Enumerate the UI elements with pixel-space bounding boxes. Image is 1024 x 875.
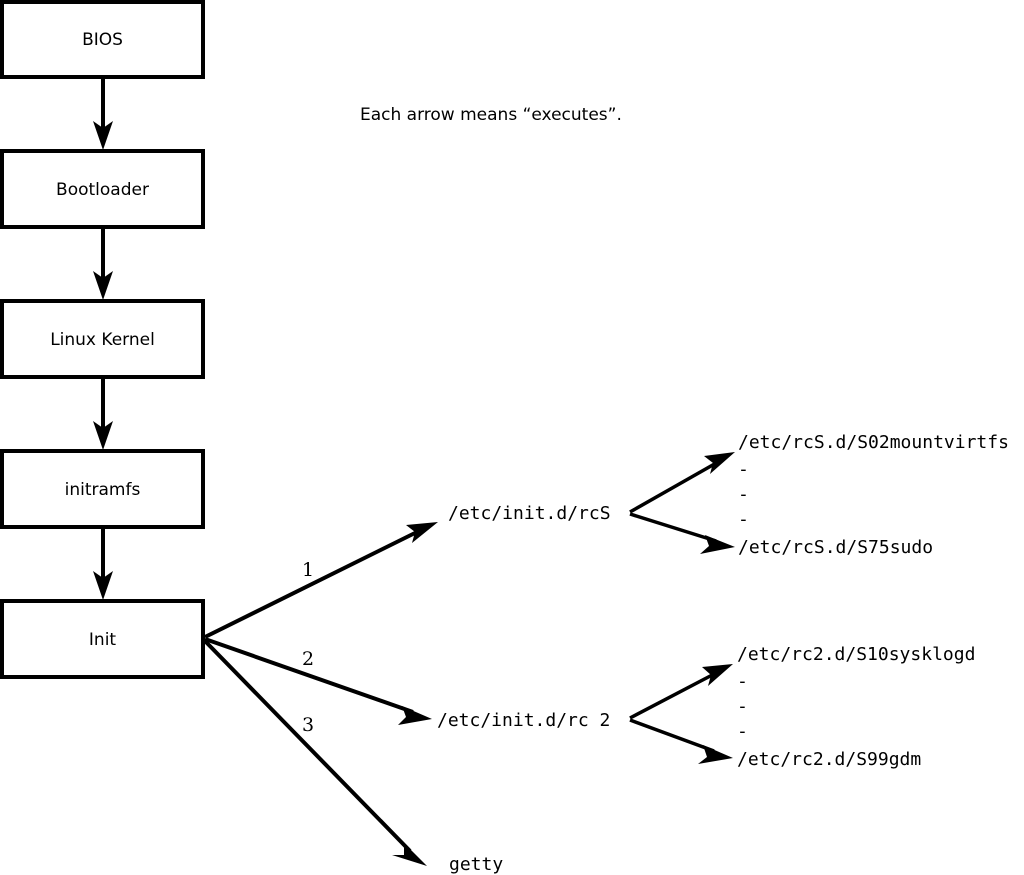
node-init-box [0,599,205,679]
label-rc2-last-script: /etc/rc2.d/S99gdm [737,749,921,770]
node-linux-kernel-label: Linux Kernel [50,330,155,350]
arrow-bootloader-to-kernel [93,227,113,300]
arrowhead-bootloader-kernel [93,271,113,300]
label-rcs-last-script: /etc/rcS.d/S75sudo [738,537,933,558]
arrow-rcs-to-last-script [629,512,735,554]
arrow-initramfs-to-init [93,527,113,600]
label-etc-init-d-rcs: /etc/init.d/rcS [448,503,611,524]
node-bootloader[interactable]: Bootloader [0,149,205,229]
node-init[interactable]: Init [0,599,205,679]
node-linux-kernel[interactable]: Linux Kernel [0,299,205,379]
arrow-rc2-to-last-script [629,718,733,764]
arrow-rc2-to-first-script [629,664,733,720]
arrow-init-branch-1: 1 [204,522,438,639]
node-initramfs-label: initramfs [65,480,141,500]
arrow-bios-to-bootloader [93,77,113,150]
node-bios-label: BIOS [82,30,123,50]
arrowhead-init-branch-3 [392,843,427,866]
arrowhead-init-branch-2 [398,706,432,725]
arrowhead-rc2-first [702,664,733,686]
arrow-init-branch-3: 3 [203,639,427,866]
node-initramfs[interactable]: initramfs [0,449,205,529]
legend-note: Each arrow means “executes”. [360,105,622,125]
label-rc2-ellipsis-3: - [737,721,748,742]
arrowhead-initramfs-init [93,571,113,600]
arrow-rcs-to-first-script [629,452,735,514]
label-rc2-first-script: /etc/rc2.d/S10sysklogd [737,644,975,665]
label-rcs-first-script: /etc/rcS.d/S02mountvirtfs [738,432,1009,453]
node-init-label: Init [89,630,117,650]
node-bootloader-label: Bootloader [56,180,149,200]
label-rc2-ellipsis-2: - [737,696,748,717]
node-bios-box [0,0,205,79]
arrowhead-kernel-initramfs [93,421,113,450]
edge-number-2: 2 [302,648,314,670]
label-rcs-ellipsis-2: - [738,484,749,505]
arrowhead-bios-bootloader [93,121,113,150]
arrow-kernel-to-initramfs [93,377,113,450]
arrowhead-rc2-last [698,745,733,764]
label-rcs-ellipsis-3: - [738,509,749,530]
label-getty: getty [449,854,503,875]
arrowhead-rcs-first [704,452,735,474]
label-rc2-ellipsis-1: - [737,671,748,692]
label-rcs-ellipsis-1: - [738,459,749,480]
edge-number-1: 1 [302,559,314,581]
edge-number-3: 3 [302,714,314,736]
arrow-init-branch-2: 2 [204,637,432,725]
node-bios[interactable]: BIOS [0,0,205,79]
arrowhead-init-branch-1 [406,522,438,543]
arrowhead-rcs-last [700,535,735,554]
node-initramfs-box [0,449,205,529]
label-etc-init-d-rc2: /etc/init.d/rc 2 [437,710,610,731]
